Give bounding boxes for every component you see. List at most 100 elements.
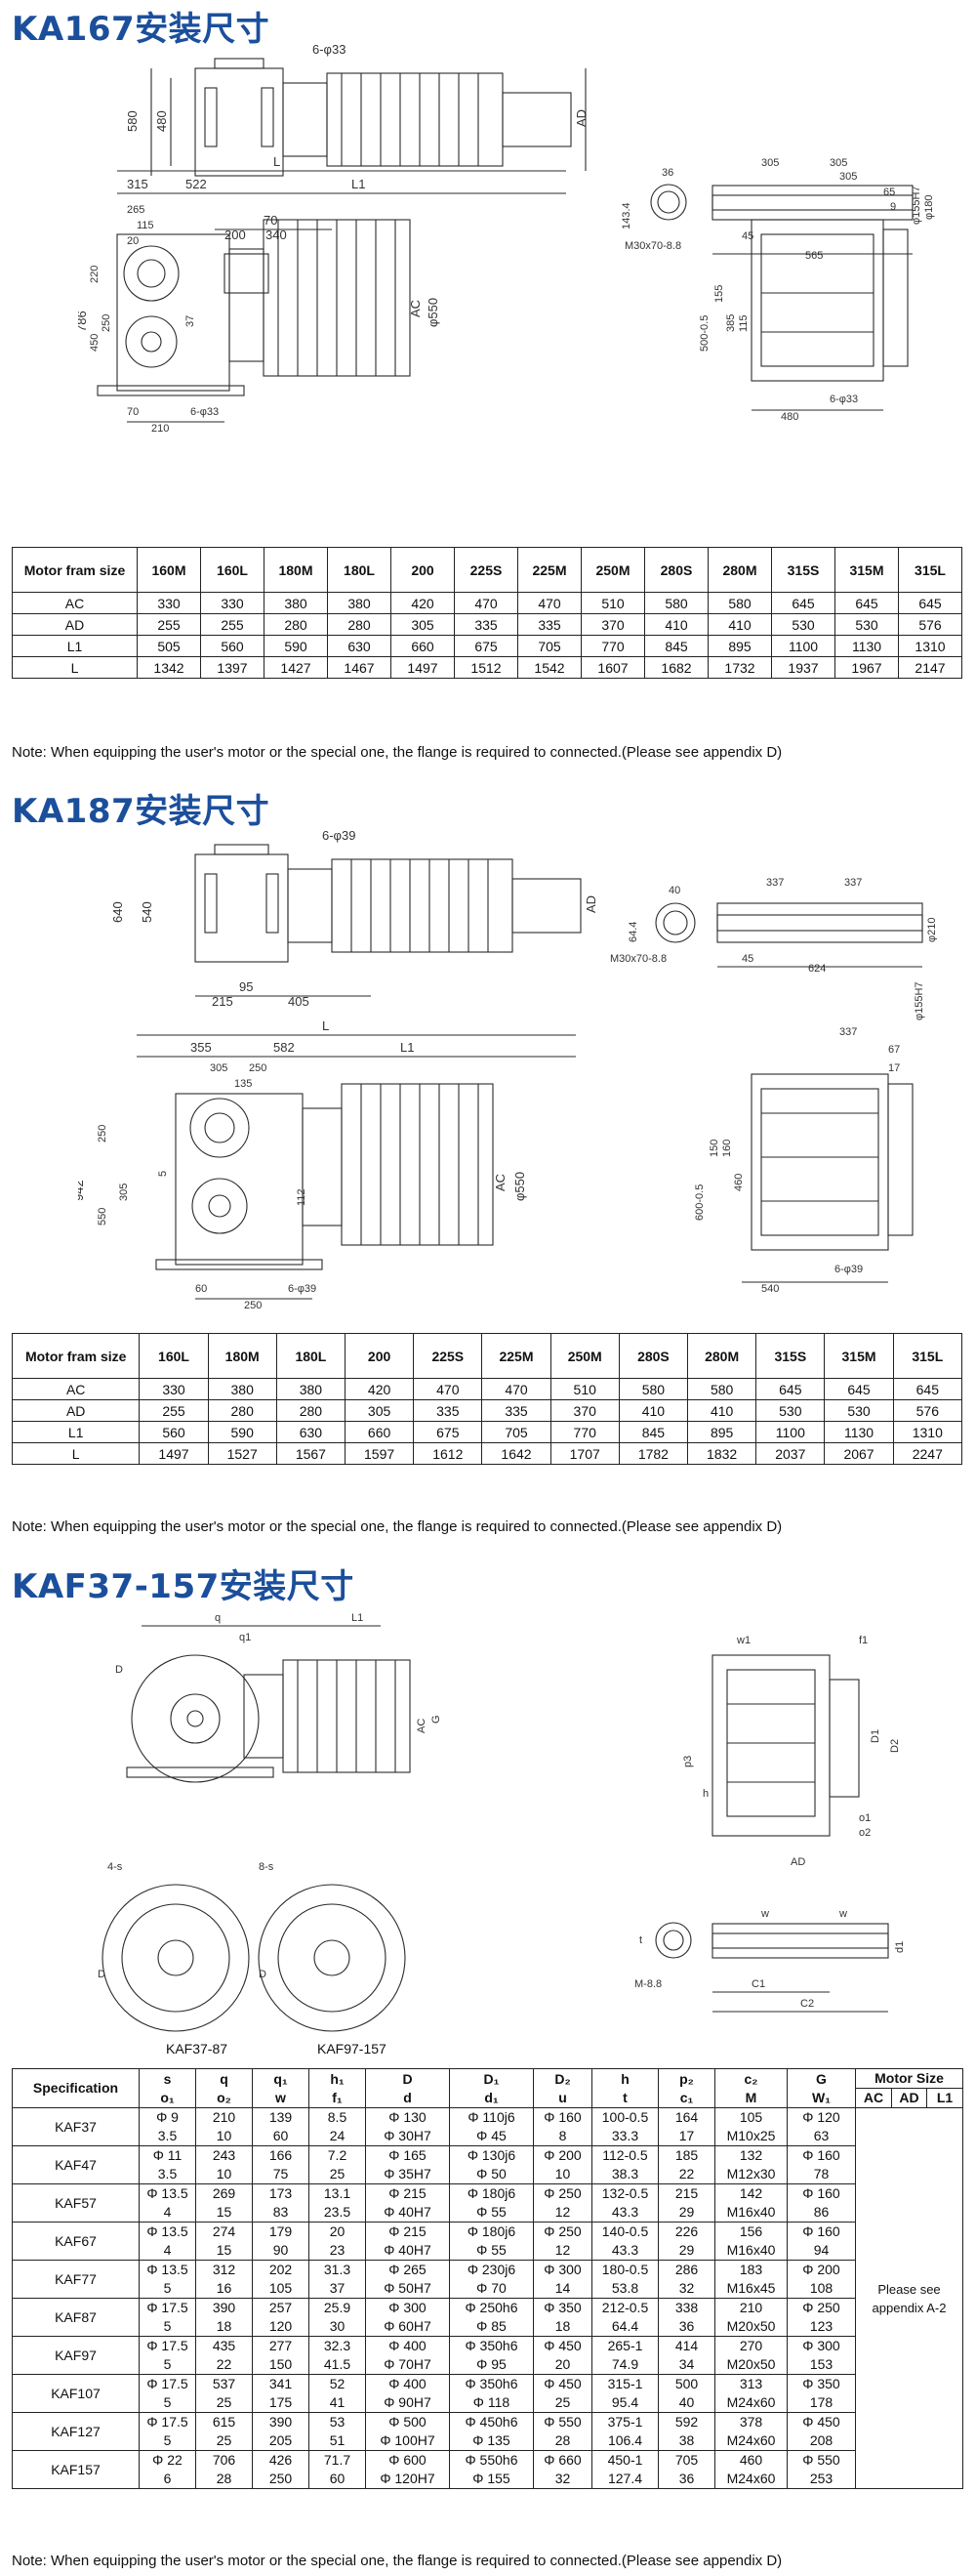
ka187-col-header: 225S <box>413 1333 483 1379</box>
ka187-shaft-view: 40 64.4 337 337 φ210 φ155H7 45 M30x70-8.… <box>610 877 937 1020</box>
kaf-cell-bottom: Φ 55 <box>476 2242 507 2258</box>
kaf-cell-top: Φ 400 <box>388 2376 427 2391</box>
ka167-cell: 645 <box>898 592 962 614</box>
ka167-cell: 580 <box>644 592 709 614</box>
ka187-r67: 67 <box>888 1044 900 1056</box>
kaf-cell-bottom: 15 <box>216 2242 232 2258</box>
ka167-shaft-45: 45 <box>742 230 753 242</box>
ka187-cell: 2037 <box>755 1442 826 1465</box>
ka167-cell: AC <box>12 592 138 614</box>
kaf-cell-bottom: 106.4 <box>607 2432 643 2448</box>
kaf-cell-bottom: 18 <box>216 2318 232 2334</box>
kaf-cell-bottom: 10 <box>216 2128 232 2143</box>
kaf-cell-top: 706 <box>212 2452 236 2468</box>
ka187-r460: 460 <box>733 1174 745 1191</box>
kaf-cell-bottom: 5 <box>163 2432 172 2448</box>
kaf-spec-cell: KAF97 <box>12 2336 140 2375</box>
kaf-cell-top: 7.2 <box>327 2147 347 2163</box>
kaf-cell-bottom: 32 <box>554 2471 571 2486</box>
kaf-cell-top: Φ 300 <box>802 2338 840 2353</box>
kaf-cell-bottom: 28 <box>554 2432 571 2448</box>
kaf-title: KAF37-157安装尺寸 <box>12 1567 354 1606</box>
kaf-cell-top: Φ 250 <box>802 2300 840 2315</box>
kaf-cell-top: Φ 22 <box>152 2452 183 2468</box>
ka187-bolt-b: 6-φ39 <box>288 1283 316 1295</box>
kaf-cell-top: Φ 600 <box>388 2452 427 2468</box>
ka167-cell: 380 <box>264 592 328 614</box>
kaf-spec-cell: KAF87 <box>12 2298 140 2337</box>
kaf-cell-bottom: 25 <box>216 2394 232 2410</box>
kaf-cell-bottom: 5 <box>163 2280 172 2296</box>
ka167-title: KA167安装尺寸 <box>12 10 270 49</box>
ka167-col-header: 225M <box>517 547 582 593</box>
kaf-cell-bottom: M20x50 <box>726 2356 776 2372</box>
ka187-d95: 95 <box>239 979 253 994</box>
kaf-col-header-top: h₁ <box>330 2070 345 2087</box>
kaf-cell-top: 173 <box>268 2185 293 2201</box>
kaf-D2: D2 <box>889 1739 901 1753</box>
kaf-cell-bottom: M16x45 <box>726 2280 776 2296</box>
kaf-cell-top: 378 <box>739 2414 763 2430</box>
ka167-col-header: 315S <box>771 547 835 593</box>
kaf-t: t <box>639 1934 642 1946</box>
ka167-ac: AC <box>408 300 423 317</box>
ka167-top-view: 6-φ33 580 480 AD 70 200 340 <box>125 42 589 242</box>
kaf-AC: AC <box>416 1719 427 1733</box>
ka167-drawing: 6-φ33 580 480 AD 70 200 340 143.4 36 305… <box>78 39 937 547</box>
kaf-cell-top: 375-1 <box>607 2414 643 2430</box>
ka167-cell: 560 <box>200 635 264 657</box>
ka187-cell: 380 <box>275 1378 346 1400</box>
ka167-col-header: 315M <box>834 547 899 593</box>
kaf-cell-bottom: M16x40 <box>726 2204 776 2220</box>
kaf-cell-top: Φ 160 <box>802 2185 840 2201</box>
kaf-cell-bottom: Φ 155 <box>472 2471 510 2486</box>
kaf-D-c: D <box>259 1969 266 1980</box>
kaf-cell-top: Φ 400 <box>388 2338 427 2353</box>
ka167-cell: 630 <box>327 635 391 657</box>
kaf-cell-top: 341 <box>268 2376 293 2391</box>
kaf-cell-bottom: Φ 40H7 <box>384 2204 431 2220</box>
ka167-col-header: 200 <box>390 547 455 593</box>
ka167-cell: 335 <box>517 613 582 636</box>
ka187-cell: 470 <box>481 1378 551 1400</box>
kaf-cell-top: Φ 160 <box>544 2109 582 2125</box>
kaf-cell-bottom: 10 <box>554 2166 571 2181</box>
ka167-cell: 305 <box>390 613 455 636</box>
ka187-ac: AC <box>493 1174 508 1191</box>
kaf-cell-bottom: Φ 120H7 <box>380 2471 435 2486</box>
kaf-spec-cell: KAF77 <box>12 2260 140 2299</box>
kaf-cell-bottom: 105 <box>268 2280 293 2296</box>
ka167-cell: 645 <box>771 592 835 614</box>
ka187-col-header: 200 <box>344 1333 415 1379</box>
ka167-cell: 380 <box>327 592 391 614</box>
ka167-L: L <box>273 154 280 169</box>
ka167-cell: 530 <box>834 613 899 636</box>
kaf-cell-bottom: 63 <box>813 2128 830 2143</box>
kaf-col-header-bottom: u <box>558 2089 567 2105</box>
ka167-d265: 265 <box>127 204 144 216</box>
kaf-cell-top: 390 <box>268 2414 293 2430</box>
kaf-cell-bottom: 53.8 <box>611 2280 639 2296</box>
ka187-shaft-210: φ210 <box>926 918 937 943</box>
kaf-cell-top: 210 <box>739 2300 763 2315</box>
ka187-shaft-45: 45 <box>742 953 753 965</box>
kaf-AD: AD <box>791 1856 805 1868</box>
